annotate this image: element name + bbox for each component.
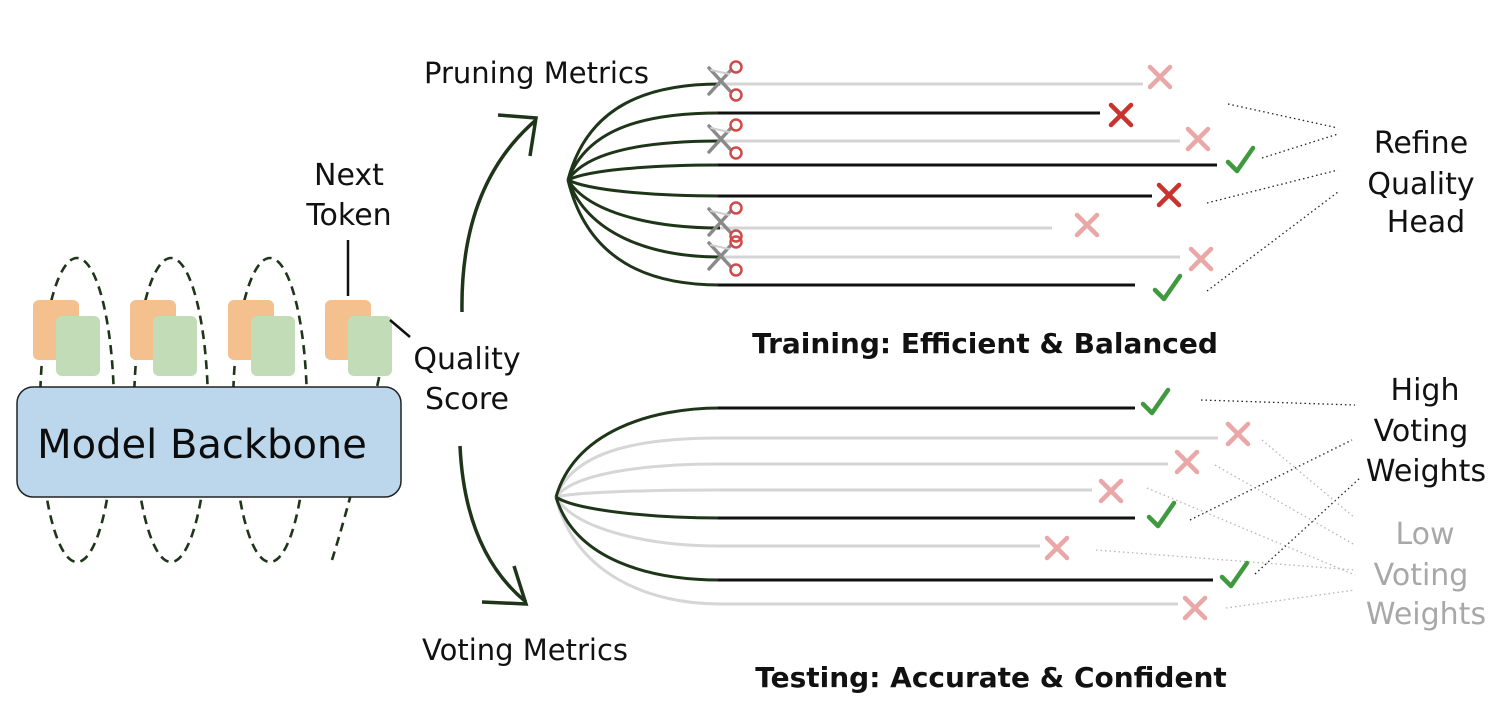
cross-icon — [1101, 481, 1121, 501]
cross-icon — [1191, 249, 1211, 269]
cross-icon — [1188, 129, 1208, 149]
refine-connectors — [1206, 103, 1339, 292]
model-backbone-box — [16, 386, 402, 498]
training-caption: Training: Efficient & Balanced — [752, 327, 1218, 360]
pruning-arrow — [460, 113, 539, 313]
scissors-icon — [707, 117, 744, 161]
refine-label-line2: Quality — [1367, 167, 1474, 202]
next-token-green — [348, 316, 392, 376]
cross-icon — [1047, 538, 1067, 558]
training-tree — [566, 59, 1339, 300]
token-stack-2 — [130, 300, 197, 376]
low-weight-connectors — [1095, 439, 1356, 609]
cross-icon — [1185, 598, 1205, 618]
low-weights-label-line2: Voting — [1374, 558, 1469, 593]
testing-faded-branches — [554, 436, 1218, 606]
check-icon — [1155, 276, 1180, 299]
token-green — [56, 316, 100, 376]
check-icon — [1143, 390, 1168, 413]
check-icon — [1222, 563, 1247, 586]
training-faded-lines — [720, 82, 1180, 259]
training-kept-lines — [718, 111, 1217, 287]
low-weights-label-line3: Weights — [1366, 597, 1486, 632]
token-stack-3 — [228, 300, 295, 376]
check-icon — [1228, 148, 1253, 171]
training-branches — [566, 82, 721, 287]
model-backbone-label: Model Backbone — [37, 422, 367, 468]
refine-label-line3: Head — [1387, 205, 1465, 240]
token-green — [251, 316, 295, 376]
check-icon — [1149, 503, 1174, 526]
quality-score-label-line2: Score — [425, 382, 509, 417]
refine-label-line1: Refine — [1374, 126, 1468, 161]
cross-icon — [1111, 105, 1131, 125]
cross-icon — [1159, 185, 1179, 205]
quality-score-pointer — [389, 319, 411, 338]
token-stack-1 — [33, 300, 100, 376]
cross-icon — [1077, 215, 1097, 235]
cross-icon — [1150, 67, 1170, 87]
pruning-metrics-label: Pruning Metrics — [424, 56, 649, 90]
token-green — [153, 316, 197, 376]
voting-metrics-label: Voting Metrics — [422, 633, 628, 667]
voting-arrow — [458, 445, 529, 606]
next-token-label-line1: Next — [314, 158, 384, 193]
testing-caption: Testing: Accurate & Confident — [755, 661, 1227, 694]
high-weights-label-line3: Weights — [1366, 454, 1486, 489]
low-weights-label-line1: Low — [1395, 517, 1454, 552]
testing-tree — [554, 390, 1361, 618]
token-stack-next — [325, 300, 392, 376]
next-token-label-line2: Token — [305, 198, 391, 233]
quality-score-label-line1: Quality — [413, 342, 520, 377]
scissors-icon — [707, 59, 744, 103]
high-weights-label-line2: Voting — [1374, 414, 1469, 449]
high-weight-connectors — [1189, 399, 1361, 575]
testing-selected-branches — [554, 406, 1213, 582]
high-weights-label-line1: High — [1391, 373, 1460, 408]
cross-icon — [1228, 424, 1248, 444]
cross-icon — [1177, 452, 1197, 472]
